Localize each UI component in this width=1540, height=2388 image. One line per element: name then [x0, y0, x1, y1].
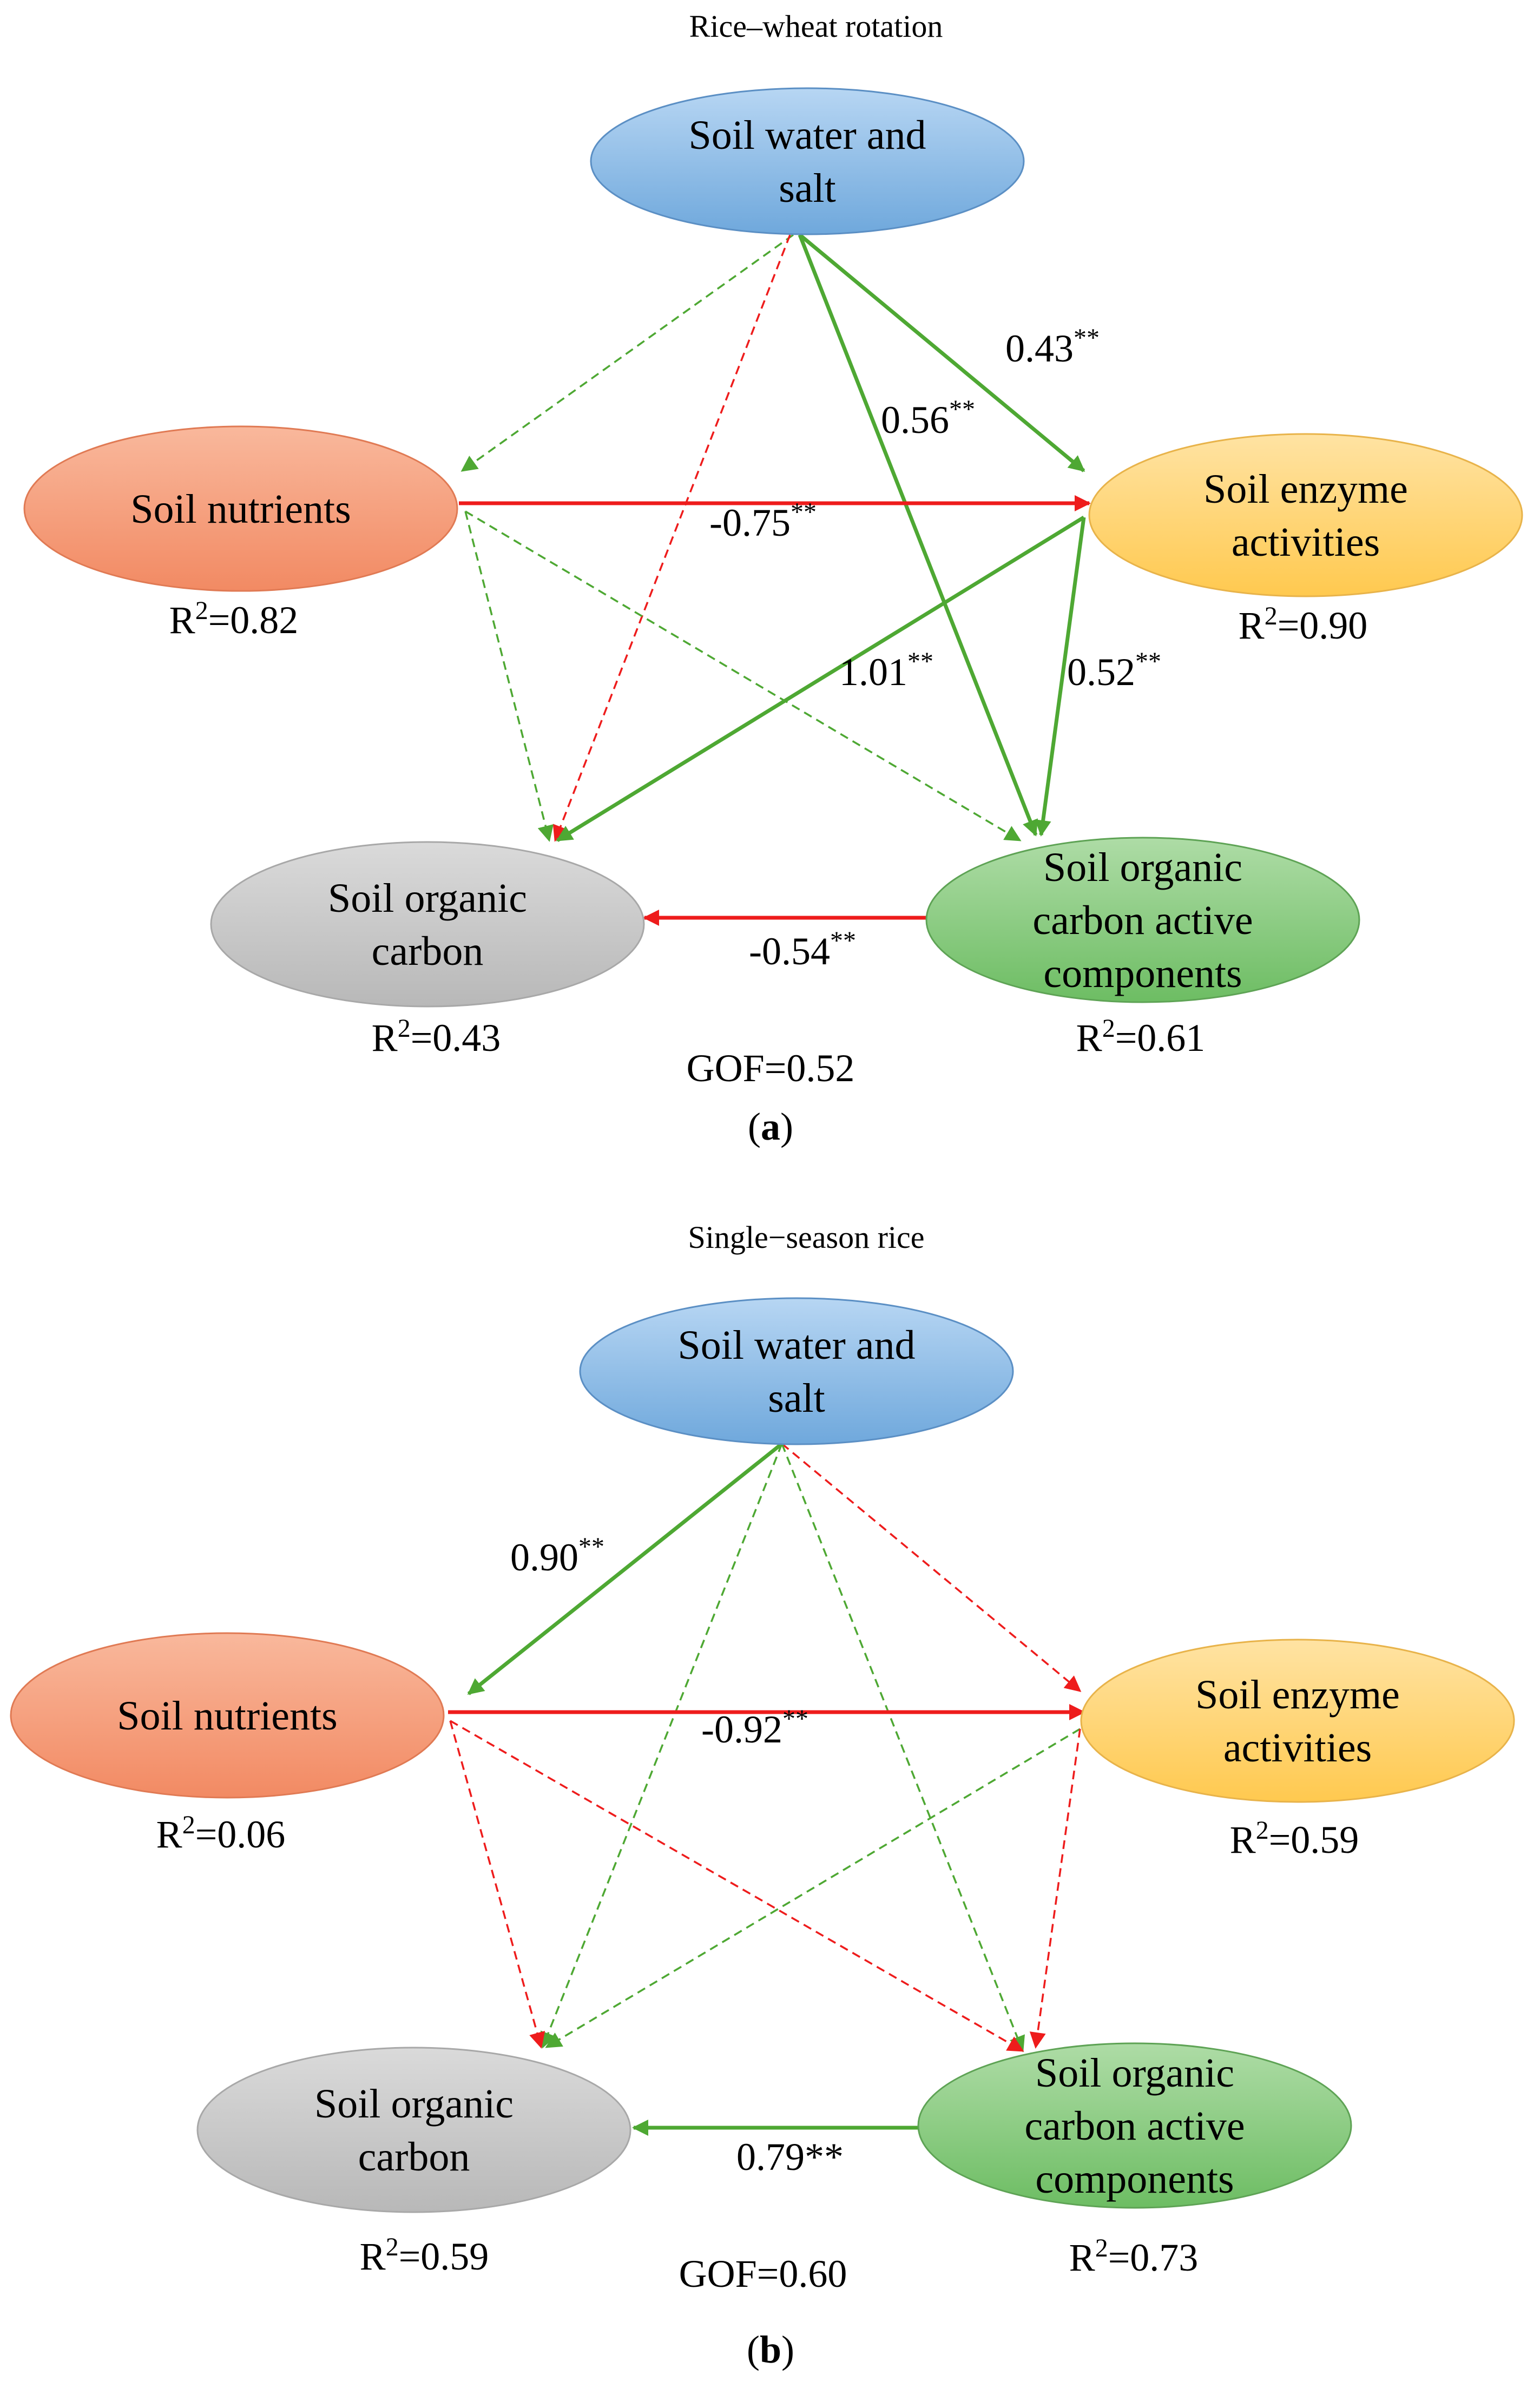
node-organic-label: carbon [358, 2134, 470, 2180]
path-arrows: 0.90** -0.92** 0.79** [448, 1442, 1085, 2179]
node-nutrients-shape [23, 425, 458, 592]
arrow-enzyme-to-organic [556, 516, 1085, 842]
node-water-label: Soil water and [688, 113, 926, 158]
node-enzyme-shape [1080, 1639, 1515, 1803]
node-enzyme-label: Soil enzyme [1203, 466, 1408, 512]
panel-a: Rice–wheat rotation 0.43** 0.56** -0.75** 1.… [23, 9, 1523, 1148]
node-water-shape [590, 87, 1025, 235]
path-coefficient: 0.43** [1005, 324, 1100, 370]
node-active-r2: R2=0.73 [1069, 2234, 1199, 2279]
node-water-label: Soil water and [677, 1323, 915, 1368]
node-enzyme-label: activities [1232, 519, 1380, 565]
arrow-water-to-nutrients [460, 234, 794, 472]
node-water-label: salt [779, 166, 836, 211]
path-coefficient: 0.56** [881, 395, 975, 442]
node-active-shape [917, 2042, 1352, 2209]
arrow-enzyme-to-active [1029, 1728, 1081, 2049]
arrow-water-to-active [781, 1443, 1025, 2053]
node-enzyme-shape [1088, 433, 1523, 597]
arrow-nutrients-to-active [450, 1720, 1024, 2052]
arrow-water-to-enzyme [781, 1443, 1082, 1692]
panel-b: Single−season rice 0.90** -0.92** 0.79** Soi… [10, 1220, 1515, 2371]
node-organic-label: carbon [372, 929, 484, 974]
node-active-label: Soil organic [1043, 845, 1242, 890]
path-arrows: 0.43** 0.56** -0.75** 1.01** 0.52** -0.54** [459, 233, 1161, 973]
path-coefficient: 0.79** [736, 2135, 844, 2179]
node-active-label: Soil organic [1035, 2050, 1234, 2096]
arrow-water-to-organic [541, 1443, 783, 2049]
arrow-enzyme-to-active [1035, 517, 1086, 837]
panel-title: Rice–wheat rotation [689, 9, 943, 44]
node-organic-label: Soil organic [314, 2081, 514, 2127]
node-enzyme-r2: R2=0.90 [1239, 602, 1368, 647]
node-water-label: salt [768, 1376, 825, 1421]
path-coefficient: 1.01** [839, 647, 933, 694]
panel-label: (a) [748, 1105, 793, 1148]
node-active-shape [925, 837, 1360, 1003]
node-enzyme-r2: R2=0.59 [1230, 1816, 1359, 1861]
gof-value: GOF=0.52 [687, 1047, 855, 1090]
node-active-label: components [1043, 951, 1242, 996]
node-nutrients-r2: R2=0.82 [169, 596, 299, 642]
node-active: Soil organic carbon active componentsR2=0.… [925, 837, 1360, 1060]
panel-label: (b) [747, 2328, 794, 2371]
node-nutrients-shape [10, 1632, 445, 1799]
node-organic-shape [196, 2047, 631, 2213]
node-active-r2: R2=0.61 [1076, 1014, 1206, 1060]
node-enzyme-label: Soil enzyme [1195, 1672, 1400, 1718]
node-water-shape [579, 1297, 1014, 1445]
arrow-water-to-organic [552, 234, 791, 842]
node-active-label: carbon active [1024, 2103, 1245, 2149]
node-nutrients-label: Soil nutrients [117, 1693, 337, 1739]
path-coefficient: 0.90** [510, 1532, 604, 1579]
node-nutrients-label: Soil nutrients [130, 486, 351, 532]
arrow-nutrients-to-organic [449, 1720, 545, 2049]
node-organic-shape [210, 841, 645, 1008]
arrow-water-to-enzyme [798, 233, 1085, 472]
node-water: Soil water and salt [579, 1297, 1014, 1445]
node-nutrients-r2: R2=0.06 [156, 1811, 286, 1856]
node-organic-r2: R2=0.43 [372, 1014, 501, 1060]
arrow-water-to-nutrients [467, 1442, 784, 1695]
path-coefficient: 0.52** [1067, 647, 1161, 694]
node-active-label: components [1035, 2156, 1234, 2202]
node-active-label: carbon active [1032, 898, 1253, 943]
node-active: Soil organic carbon active componentsR2=0.… [917, 2042, 1352, 2279]
path-coefficient: -0.92** [701, 1705, 808, 1751]
path-coefficient: -0.75** [709, 498, 817, 544]
arrow-nutrients-to-organic [464, 511, 554, 842]
node-water: Soil water and salt [590, 87, 1025, 235]
arrow-water-to-active [798, 234, 1038, 837]
gof-value: GOF=0.60 [679, 2252, 847, 2295]
path-coefficient: -0.54** [749, 926, 856, 973]
node-organic-r2: R2=0.59 [360, 2233, 489, 2278]
panel-title: Single−season rice [688, 1220, 925, 1255]
node-organic-label: Soil organic [328, 876, 527, 921]
node-enzyme-label: activities [1223, 1725, 1372, 1771]
arrow-nutrients-to-active [465, 510, 1022, 841]
arrow-enzyme-to-organic [545, 1728, 1081, 2048]
